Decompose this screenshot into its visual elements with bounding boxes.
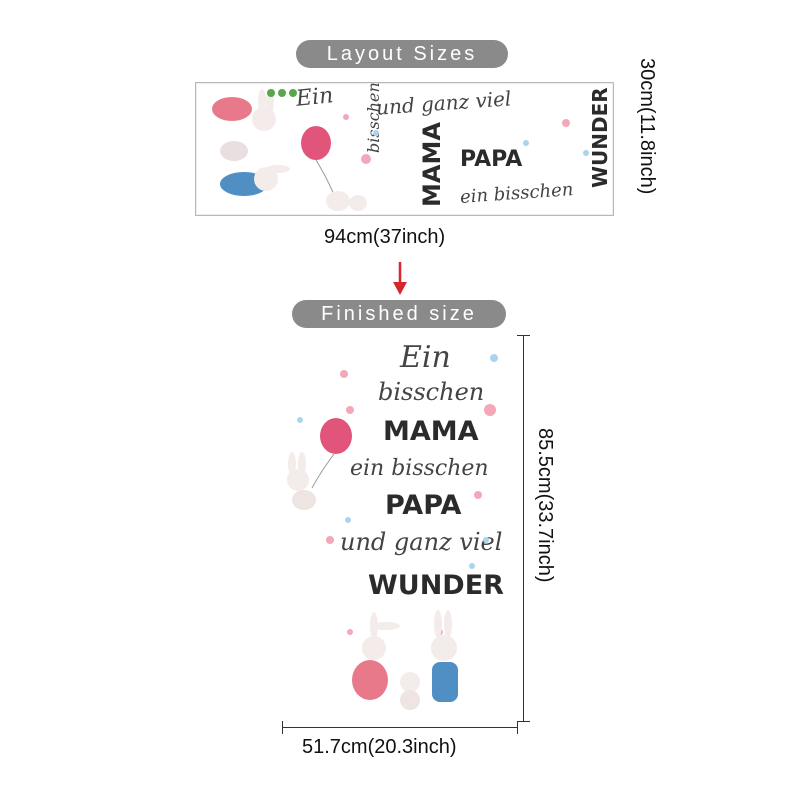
care-icons: [267, 89, 297, 97]
finished-width-label: 51.7cm(20.3inch): [302, 736, 457, 758]
sheet-ein: Ein: [294, 83, 335, 112]
bunny-pink-icon: [212, 89, 290, 196]
balloon-bunny-icon: [287, 418, 352, 510]
width-dimension-cap-right: [517, 721, 518, 734]
bunny-family-icon: [352, 610, 458, 710]
layout-height-label: 30cm(11.8inch): [636, 58, 658, 195]
width-dimension-line: [282, 727, 517, 728]
hearts-finished: [297, 354, 498, 635]
arrow-down-icon: [393, 262, 407, 295]
finished-ein-bisschen: ein bisschen: [350, 456, 489, 481]
balloon-icon: [301, 126, 367, 211]
finished-papa: PAPA: [385, 490, 462, 521]
finished-wunder: WUNDER: [368, 570, 504, 601]
finished-height-label: 85.5cm(33.7inch): [534, 428, 556, 583]
finished-size-label: Finished size: [292, 300, 506, 328]
finished-mama: MAMA: [383, 416, 479, 447]
layout-width-label: 94cm(37inch): [324, 226, 446, 248]
sheet-papa: PAPA: [460, 147, 523, 172]
layout-sheet: Ein und ganz viel bisschen MAMA PAPA ein…: [195, 82, 614, 216]
width-dimension-cap-left: [282, 721, 283, 734]
height-dimension-cap-top: [517, 335, 530, 336]
hearts-sheet: [343, 114, 589, 164]
finished-bisschen: bisschen: [378, 378, 485, 406]
height-dimension-cap-bottom: [517, 721, 530, 722]
layout-sizes-label: Layout Sizes: [296, 40, 508, 68]
height-dimension-line: [523, 335, 524, 721]
finished-und: und ganz viel: [340, 528, 503, 556]
finished-ein: Ein: [400, 340, 451, 375]
